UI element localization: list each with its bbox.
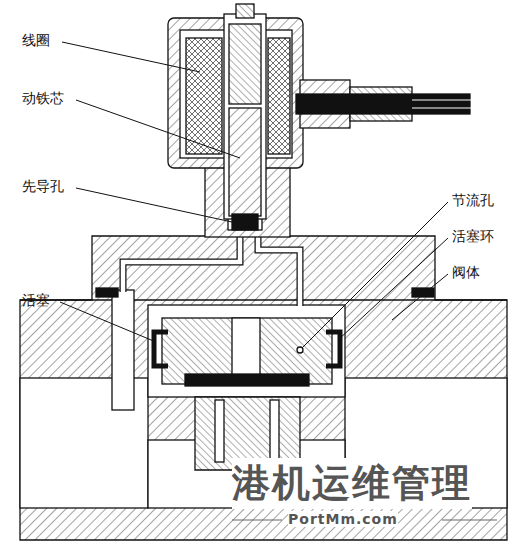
piston-ring <box>326 332 340 366</box>
part-label: 节流孔 <box>452 192 494 209</box>
seal <box>412 288 434 297</box>
seal <box>96 288 118 297</box>
piston-chamber <box>148 305 345 397</box>
top-nut <box>236 4 254 18</box>
leader-line <box>62 42 200 72</box>
leader-line <box>76 188 232 222</box>
part-label: 阀体 <box>452 264 480 281</box>
watermark: PortMm.com <box>288 511 398 527</box>
leader-line <box>302 202 448 348</box>
wire <box>412 100 472 101</box>
leader-line <box>338 238 448 340</box>
piston-seal <box>185 374 309 386</box>
leader-line <box>60 302 156 342</box>
fixed-core <box>229 24 261 104</box>
piston-ring <box>154 332 168 366</box>
valve-body <box>20 236 507 540</box>
pilot-channel <box>258 230 300 306</box>
core-tube <box>224 14 266 219</box>
coil-winding <box>186 38 222 154</box>
part-label: 先导孔 <box>22 178 64 195</box>
seat-slot <box>215 400 224 462</box>
moving-core <box>229 108 261 216</box>
part-label: 活塞 <box>22 292 50 309</box>
wire <box>412 108 472 109</box>
part-label: 活塞环 <box>452 228 494 245</box>
pilot-passage <box>112 290 134 410</box>
part-label: 线圈 <box>22 32 50 49</box>
seat-slot <box>270 400 279 462</box>
leader-line <box>392 274 448 320</box>
leader-line <box>76 100 240 158</box>
part-label: 动铁芯 <box>22 90 64 107</box>
watermark-rule <box>232 520 282 521</box>
pilot-channel <box>123 230 240 292</box>
pilot-channel <box>123 230 240 292</box>
piston-bore <box>232 318 260 374</box>
cable <box>296 94 470 114</box>
coil-winding <box>268 38 290 154</box>
pilot-seal <box>232 214 258 230</box>
pilot-channel <box>258 230 300 306</box>
watermark: 港机运维管理 <box>232 458 472 509</box>
bonnet-joint <box>20 299 507 300</box>
watermark-rule <box>442 520 497 521</box>
